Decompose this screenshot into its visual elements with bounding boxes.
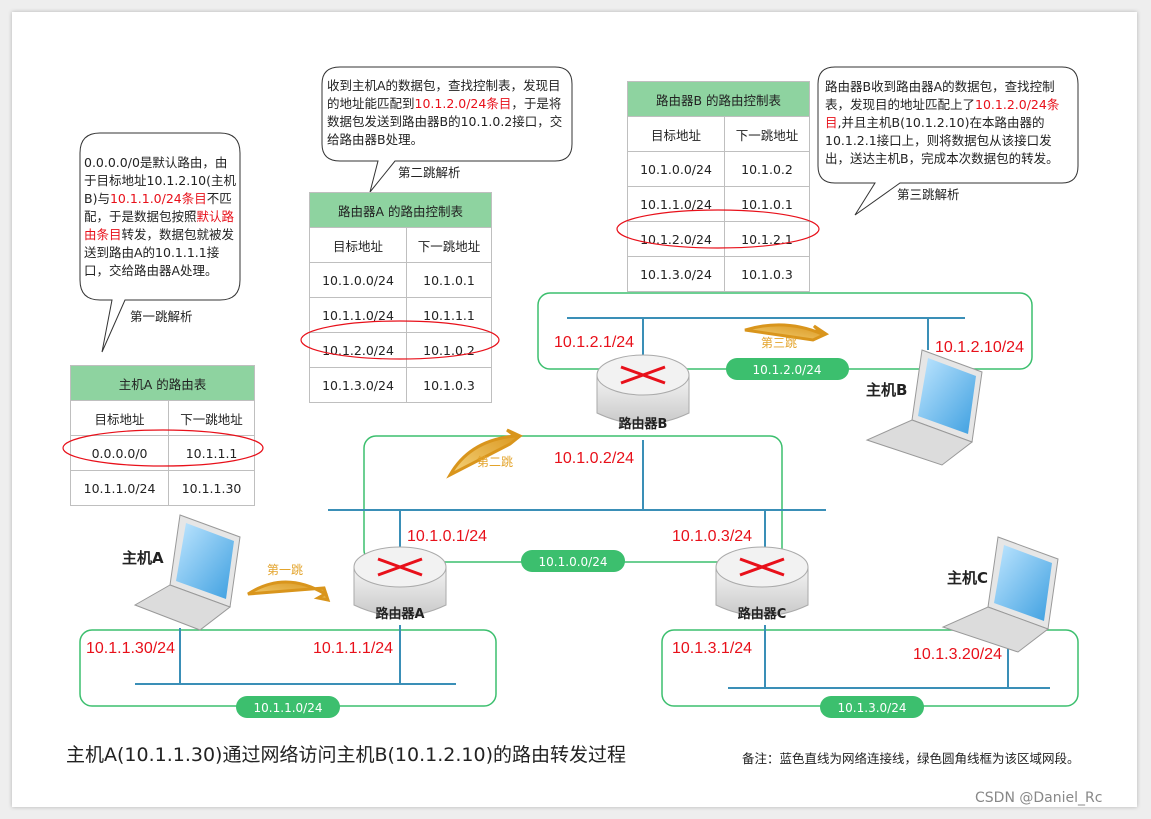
segment-label-s0: 10.1.0.0/24 <box>539 555 608 569</box>
routerB-table-title: 路由器B 的路由控制表 <box>627 81 810 117</box>
router-b-label: 路由器B <box>619 416 668 432</box>
ip-router-b-lan: 10.1.2.1/24 <box>554 334 634 351</box>
segment-pill-s0: 10.1.0.0/24 <box>521 550 625 572</box>
hop3-analysis-label: 第三跳解析 <box>897 187 960 202</box>
ip-router-a-core: 10.1.0.1/24 <box>407 528 487 545</box>
host-b-laptop-icon[interactable] <box>865 349 983 466</box>
host-a-label: 主机A <box>122 549 164 567</box>
table-cell: 10.1.2.0/24 <box>308 332 408 368</box>
hop2-label: 第二跳 <box>477 455 513 469</box>
table-cell: 10.1.0.2 <box>406 332 492 368</box>
bubble-hop3-text: 路由器B收到路由器A的数据包，查找控制表，发现目的地址匹配上了10.1.2.0/… <box>825 78 1073 168</box>
table-column-header: 目标地址 <box>69 400 170 436</box>
table-cell: 10.1.3.0/24 <box>626 256 726 292</box>
ip-host-a: 10.1.1.30/24 <box>86 640 175 657</box>
diagram-caption: 主机A(10.1.1.30)通过网络访问主机B(10.1.2.10)的路由转发过… <box>66 744 626 766</box>
router-b-icon[interactable]: 路由器B <box>596 354 690 432</box>
watermark: CSDN @Daniel_Rc <box>975 790 1103 806</box>
hop3-label: 第三跳 <box>761 336 797 350</box>
ip-router-c-lan: 10.1.3.1/24 <box>672 640 752 657</box>
table-column-header: 下一跳地址 <box>406 227 492 263</box>
table-cell: 10.1.0.2 <box>724 151 810 187</box>
ip-host-c: 10.1.3.20/24 <box>913 646 1002 663</box>
hop3-arrow-icon: 第三跳 <box>744 323 830 350</box>
host-c-label: 主机C <box>947 569 988 587</box>
segment-label-s2: 10.1.2.0/24 <box>753 363 822 377</box>
hop1-label: 第一跳 <box>267 563 303 577</box>
table-column-header: 目标地址 <box>308 227 408 263</box>
segment-pill-s2: 10.1.2.0/24 <box>726 358 849 380</box>
table-cell: 0.0.0.0/0 <box>69 435 170 471</box>
table-column-header: 下一跳地址 <box>724 116 810 152</box>
table-cell: 10.1.2.1 <box>724 221 810 257</box>
hop1-arrow-icon: 第一跳 <box>247 563 331 602</box>
table-cell: 10.1.2.0/24 <box>626 221 726 257</box>
table-cell: 10.1.1.0/24 <box>69 470 170 506</box>
segment-pill-s1: 10.1.1.0/24 <box>236 696 340 718</box>
bubble-hop1-text: 0.0.0.0/0是默认路由，由于目标地址10.1.2.10(主机B)与10.1… <box>84 154 237 280</box>
link-lines <box>135 317 1050 689</box>
segment-label-s1: 10.1.1.0/24 <box>254 701 323 715</box>
table-cell: 10.1.0.3 <box>724 256 810 292</box>
hop2-analysis-label: 第二跳解析 <box>398 165 461 180</box>
table-column-header: 目标地址 <box>626 116 726 152</box>
ip-host-b: 10.1.2.10/24 <box>935 339 1024 356</box>
bubble-hop2-text: 收到主机A的数据包，查找控制表，发现目的地址能匹配到10.1.2.0/24条目，… <box>327 77 567 149</box>
table-cell: 10.1.1.1 <box>406 297 492 333</box>
table-cell: 10.1.1.0/24 <box>308 297 408 333</box>
table-cell: 10.1.1.30 <box>168 470 255 506</box>
router-a-icon[interactable]: 路由器A <box>353 546 447 622</box>
router-c-label: 路由器C <box>738 606 787 622</box>
segment-pill-s3: 10.1.3.0/24 <box>820 696 924 718</box>
table-cell: 10.1.0.1 <box>724 186 810 222</box>
ip-router-b-core: 10.1.0.2/24 <box>554 450 634 467</box>
hostA-table-title: 主机A 的路由表 <box>70 365 255 401</box>
host-a-laptop-icon[interactable] <box>133 514 241 631</box>
router-c-icon[interactable]: 路由器C <box>715 546 809 622</box>
ip-router-a-lan: 10.1.1.1/24 <box>313 640 393 657</box>
table-cell: 10.1.0.1 <box>406 262 492 298</box>
segment-label-s3: 10.1.3.0/24 <box>838 701 907 715</box>
host-b-label: 主机B <box>866 381 907 399</box>
table-cell: 10.1.3.0/24 <box>308 367 408 403</box>
hop1-analysis-label: 第一跳解析 <box>130 309 193 324</box>
table-cell: 10.1.0.3 <box>406 367 492 403</box>
table-cell: 10.1.1.0/24 <box>626 186 726 222</box>
router-a-label: 路由器A <box>375 606 424 622</box>
routerA-table-title: 路由器A 的路由控制表 <box>309 192 492 228</box>
legend-note: 备注：蓝色直线为网络连接线，绿色圆角线框为该区域网段。 <box>742 751 1080 766</box>
table-cell: 10.1.0.0/24 <box>308 262 408 298</box>
table-cell: 10.1.1.1 <box>168 435 255 471</box>
table-column-header: 下一跳地址 <box>168 400 255 436</box>
hop2-arrow-icon: 第二跳 <box>446 428 523 479</box>
ip-router-c-core: 10.1.0.3/24 <box>672 528 752 545</box>
host-c-laptop-icon[interactable] <box>941 536 1059 653</box>
table-cell: 10.1.0.0/24 <box>626 151 726 187</box>
